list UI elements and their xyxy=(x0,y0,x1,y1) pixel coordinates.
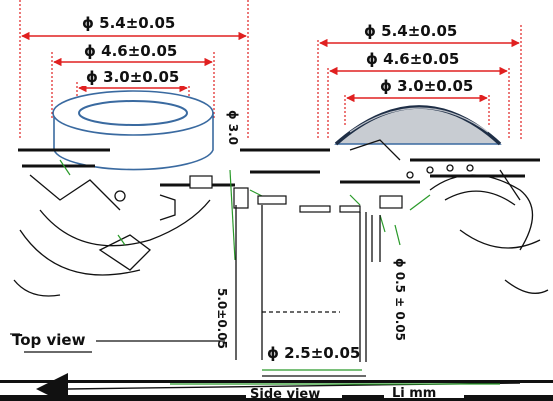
left-inner-diameter-label: ϕ 3.0±0.05 xyxy=(86,68,179,86)
bottom-bar xyxy=(0,373,553,401)
cluttered-background-band xyxy=(13,139,549,297)
left-guide-lines xyxy=(19,0,249,140)
left-lens-top-view xyxy=(52,90,214,171)
top-view-caption: Top view xyxy=(12,331,86,349)
right-inner-diameter-label: ϕ 3.0±0.05 xyxy=(380,77,473,95)
side-vertical-label: ϕ 3.0 xyxy=(226,110,240,145)
left-dimension-arrows xyxy=(21,31,247,93)
left-outer-diameter-label: ϕ 5.4±0.05 xyxy=(82,14,175,32)
side-view-caption: Side view xyxy=(250,387,320,401)
right-guide-lines xyxy=(317,25,522,140)
lower-height-left-label: 5.0±0.05 xyxy=(215,288,229,349)
right-lens-side-view xyxy=(334,105,502,146)
right-outer-diameter-label: ϕ 5.4±0.05 xyxy=(364,22,457,40)
lower-height-right-label: ϕ 0.5 ± 0.05 xyxy=(393,258,407,341)
lower-width-label: ϕ 2.5±0.05 xyxy=(267,344,360,362)
left-middle-diameter-label: ϕ 4.6±0.05 xyxy=(84,42,177,60)
bottom-right-unit-label: Li mm xyxy=(392,386,436,401)
right-dimension-arrows xyxy=(319,38,520,103)
right-middle-diameter-label: ϕ 4.6±0.05 xyxy=(366,50,459,68)
lower-component-outline xyxy=(235,205,381,377)
